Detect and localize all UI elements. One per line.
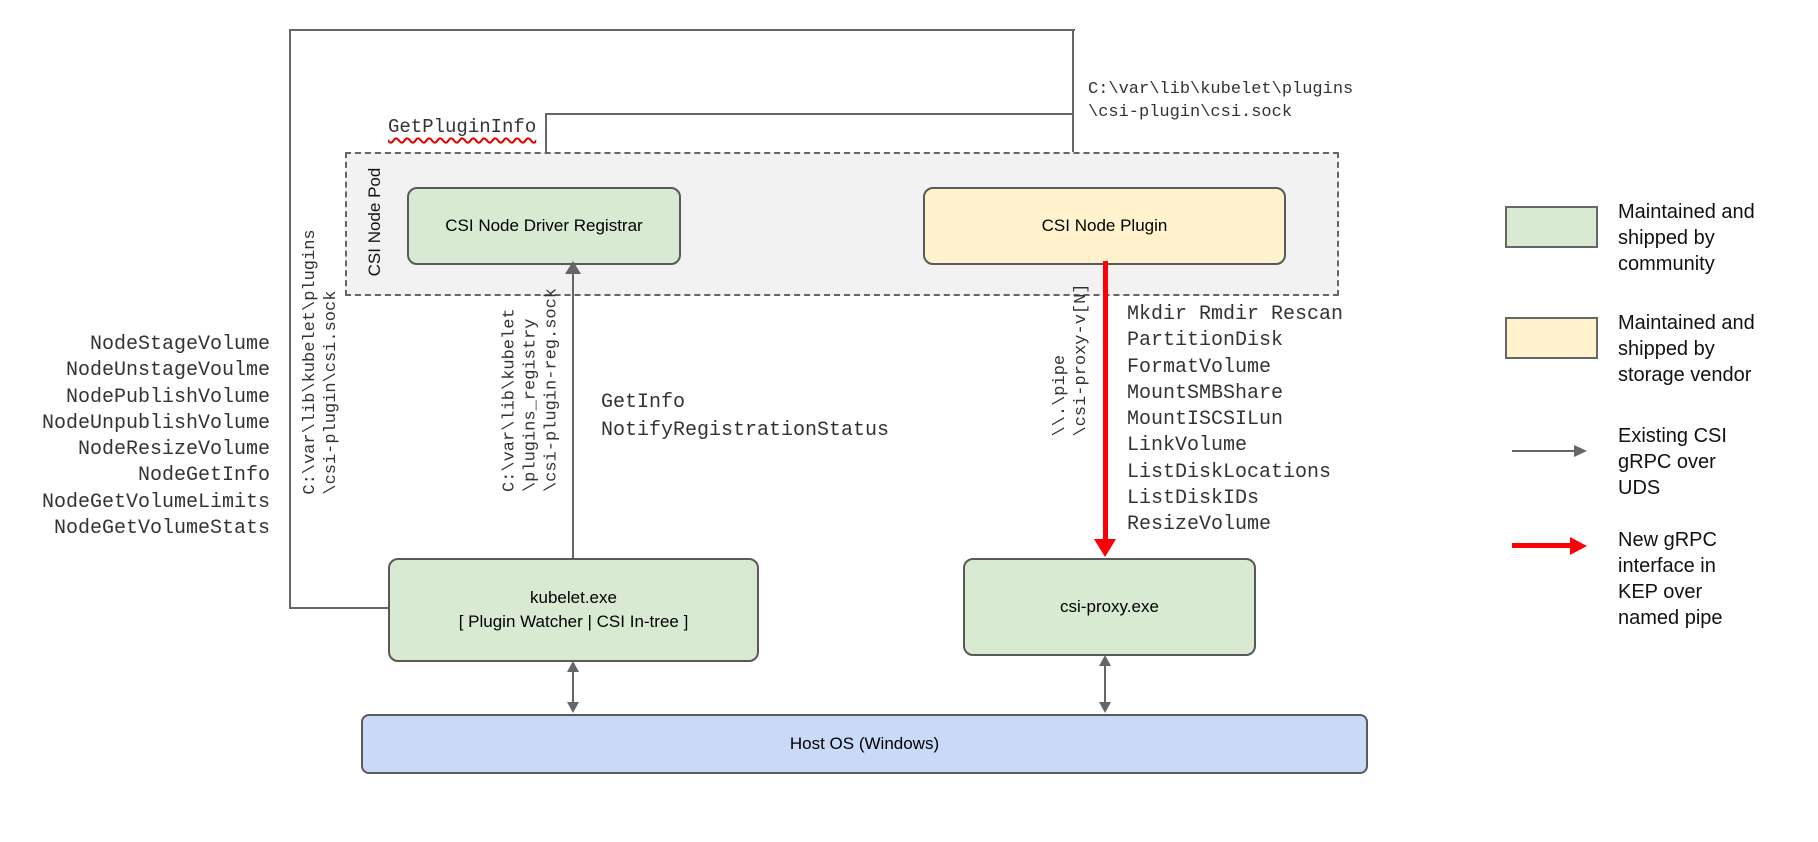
getplugininfo-line-drop (545, 113, 547, 187)
arrowhead-down-icon (567, 702, 579, 713)
list-item: PartitionDisk (1127, 329, 1284, 353)
list-item: FormatVolume (1127, 355, 1272, 379)
getplugininfo-line-horizontal (545, 113, 1074, 115)
list-item: ResizeVolume (1127, 513, 1272, 537)
list-item: LinkVolume (1127, 434, 1248, 458)
registration-arrow-line (572, 272, 574, 558)
arrowhead-up-icon (1099, 655, 1111, 666)
arrowhead-up-icon (567, 661, 579, 672)
arrowhead-down-icon (1099, 702, 1111, 713)
list-item: ListDiskIDs (1127, 487, 1260, 511)
list-item: ListDiskLocations (1127, 460, 1332, 484)
legend-label-community: Maintained and shipped by community (1618, 201, 1755, 275)
legend-swatch-vendor (1505, 317, 1598, 359)
csiproxy-hostos-arrow-line (1104, 666, 1106, 703)
arrowhead-right-red-icon (1570, 537, 1587, 555)
list-item: MountSMBShare (1127, 381, 1284, 405)
legend-label-named-pipe: New gRPC interface in KEP over named pip… (1618, 529, 1723, 629)
uds-line-top (289, 29, 1075, 31)
csi-node-driver-registrar-box: CSI Node Driver Registrar (407, 187, 681, 265)
arrowhead-right-gray-icon (1574, 445, 1587, 457)
uds-line-plugin-drop (1072, 29, 1074, 175)
list-item: NodeUnpublishVolume (41, 411, 270, 435)
proxy-methods-list: Mkdir Rmdir Rescan PartitionDisk FormatV… (1127, 302, 1343, 539)
host-os-box: Host OS (Windows) (361, 714, 1368, 774)
csi-proxy-box: csi-proxy.exe (963, 558, 1256, 656)
arrowhead-down-into-csi-proxy-icon (1094, 539, 1116, 557)
arrowhead-up-into-registrar-icon (565, 261, 581, 274)
list-item: NodePublishVolume (65, 385, 270, 409)
legend-label-vendor: Maintained and shipped by storage vendor (1618, 312, 1755, 386)
list-item: MountISCSILun (1127, 408, 1284, 432)
list-item: NodeStageVolume (89, 333, 270, 356)
registration-calls-label: GetInfo NotifyRegistrationStatus (601, 391, 890, 442)
host-os-label: Host OS (Windows) (789, 734, 940, 753)
list-item: NodeGetInfo (137, 464, 270, 488)
plugin-socket-path-label: C:\var\lib\kubelet\plugins \csi-plugin\c… (1088, 80, 1354, 122)
getplugininfo-label: GetPluginInfo (388, 116, 537, 138)
kubelet-box: kubelet.exe [ Plugin Watcher | CSI In-tr… (388, 558, 759, 662)
uds-line-kubelet-stub (289, 607, 390, 609)
legend-gray-arrow (1512, 450, 1574, 452)
list-item: NodeGetVolumeStats (53, 517, 270, 541)
list-item: NodeResizeVolume (77, 438, 270, 462)
legend-swatch-community (1505, 206, 1598, 248)
csi-node-driver-registrar-label: CSI Node Driver Registrar (445, 216, 643, 235)
legend-red-arrow (1512, 543, 1574, 548)
named-pipe-arrow-line (1103, 261, 1108, 541)
list-item: Mkdir Rmdir Rescan (1127, 303, 1344, 326)
kubelet-label: kubelet.exe [ Plugin Watcher | CSI In-tr… (458, 588, 689, 631)
csi-node-plugin-box: CSI Node Plugin (923, 187, 1286, 265)
node-methods-list: NodeStageVolume NodeUnstageVoulme NodePu… (30, 332, 270, 542)
list-item: NodeGetVolumeLimits (41, 490, 270, 514)
list-item: NodeUnstageVoulme (65, 359, 270, 383)
kubelet-hostos-arrow-line (572, 672, 574, 703)
legend-label-uds: Existing CSI gRPC over UDS (1618, 425, 1727, 499)
csi-proxy-label: csi-proxy.exe (1060, 597, 1159, 616)
csi-node-plugin-label: CSI Node Plugin (1041, 216, 1168, 235)
uds-line-left (289, 29, 291, 609)
